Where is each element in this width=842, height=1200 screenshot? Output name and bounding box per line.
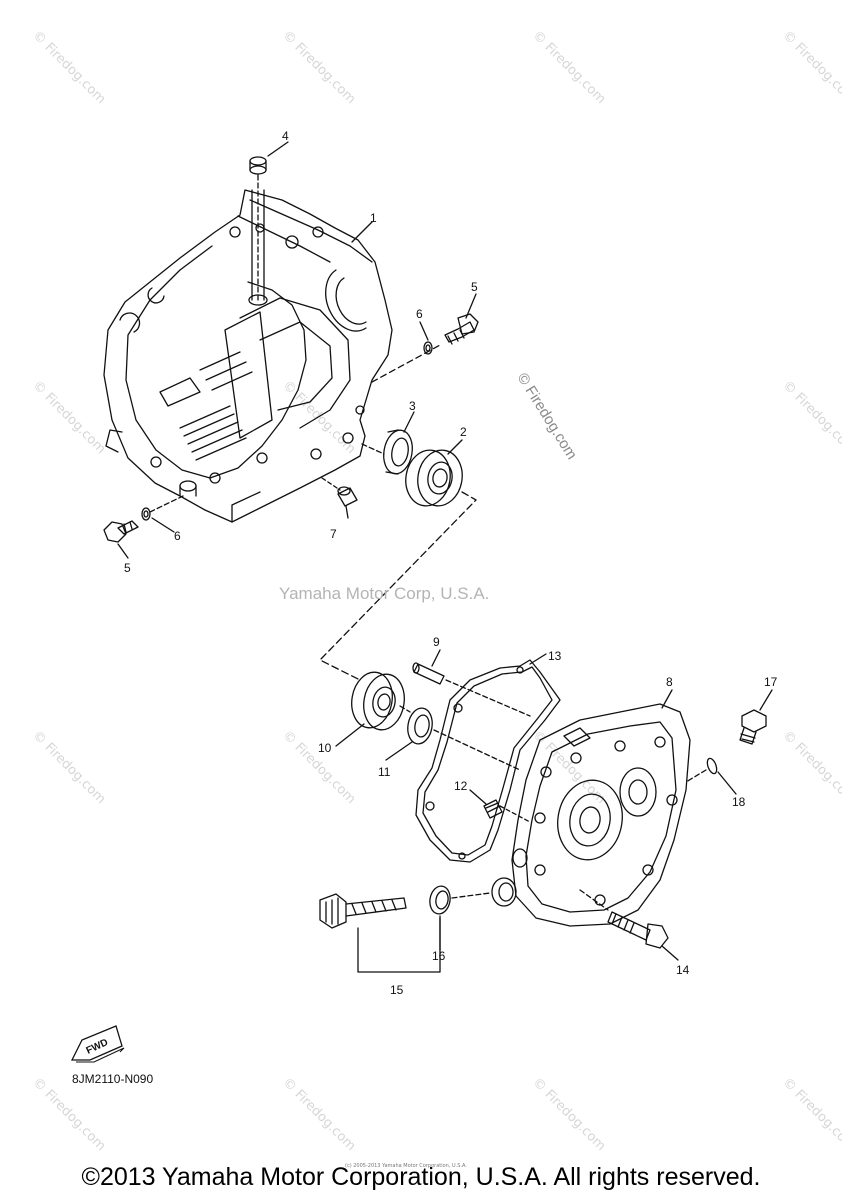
callout-label: 6 — [174, 529, 181, 543]
oil-seal-part-3 — [383, 429, 413, 475]
callout-label: 2 — [460, 425, 467, 439]
brand-watermark: Yamaha Motor Corp, U.S.A. — [279, 584, 490, 603]
callout-label: 10 — [318, 741, 332, 755]
washer-part-6-lower — [141, 507, 151, 521]
callout-label: 9 — [433, 635, 440, 649]
callout-label: 5 — [471, 280, 478, 294]
callout-label: 7 — [330, 527, 337, 541]
o-ring-part-18 — [706, 757, 718, 775]
dowel-pin-part-7 — [321, 477, 358, 507]
plug-part-12 — [483, 799, 531, 823]
callout-label: 3 — [409, 399, 416, 413]
callout-label: 14 — [676, 963, 690, 977]
callout-label: 12 — [454, 779, 468, 793]
bearing-part-2 — [405, 449, 463, 507]
callout-label: 11 — [378, 765, 391, 779]
callout-label: 13 — [548, 649, 562, 663]
callout-label: 8 — [666, 675, 673, 689]
tiny-copyright: (c) 2005-2013 Yamaha Motor Corporation, … — [345, 1163, 467, 1169]
sleeve-part-4 — [248, 156, 268, 306]
callout-label: 4 — [282, 129, 289, 143]
drain-bolt-part-17 — [739, 709, 767, 745]
filler-neck — [491, 877, 517, 907]
callout-label: 5 — [124, 561, 131, 575]
oil-seal-part-11 — [407, 707, 433, 745]
diagram-code: 8JM2110-N090 — [72, 1072, 154, 1086]
dowel-pin-part-9 — [412, 662, 531, 717]
callout-label: 17 — [764, 675, 778, 689]
gasket-part-13 — [415, 659, 561, 863]
bearing-part-10 — [351, 671, 405, 731]
o-ring-part-16 — [429, 885, 451, 915]
callout-label: 1 — [370, 211, 377, 225]
forward-direction-icon: FWD — [70, 1025, 125, 1063]
bolt-part-5-lower — [103, 520, 139, 543]
callout-label: 15 — [390, 983, 404, 997]
copyright-footer: ©2013 Yamaha Motor Corporation, U.S.A. A… — [81, 1163, 761, 1191]
callout-label: 18 — [732, 795, 746, 809]
callout-label: 6 — [416, 307, 423, 321]
dipstick-part-15 — [319, 893, 407, 929]
bolt-part-5-upper — [444, 313, 479, 345]
fwd-label: FWD — [85, 1037, 110, 1057]
bolt-part-14 — [579, 889, 669, 949]
crankcase-left-part-1 — [103, 189, 393, 523]
callout-label: 16 — [432, 949, 446, 963]
crankcase-right-part-8 — [511, 703, 691, 927]
bracket-15 — [357, 917, 441, 973]
